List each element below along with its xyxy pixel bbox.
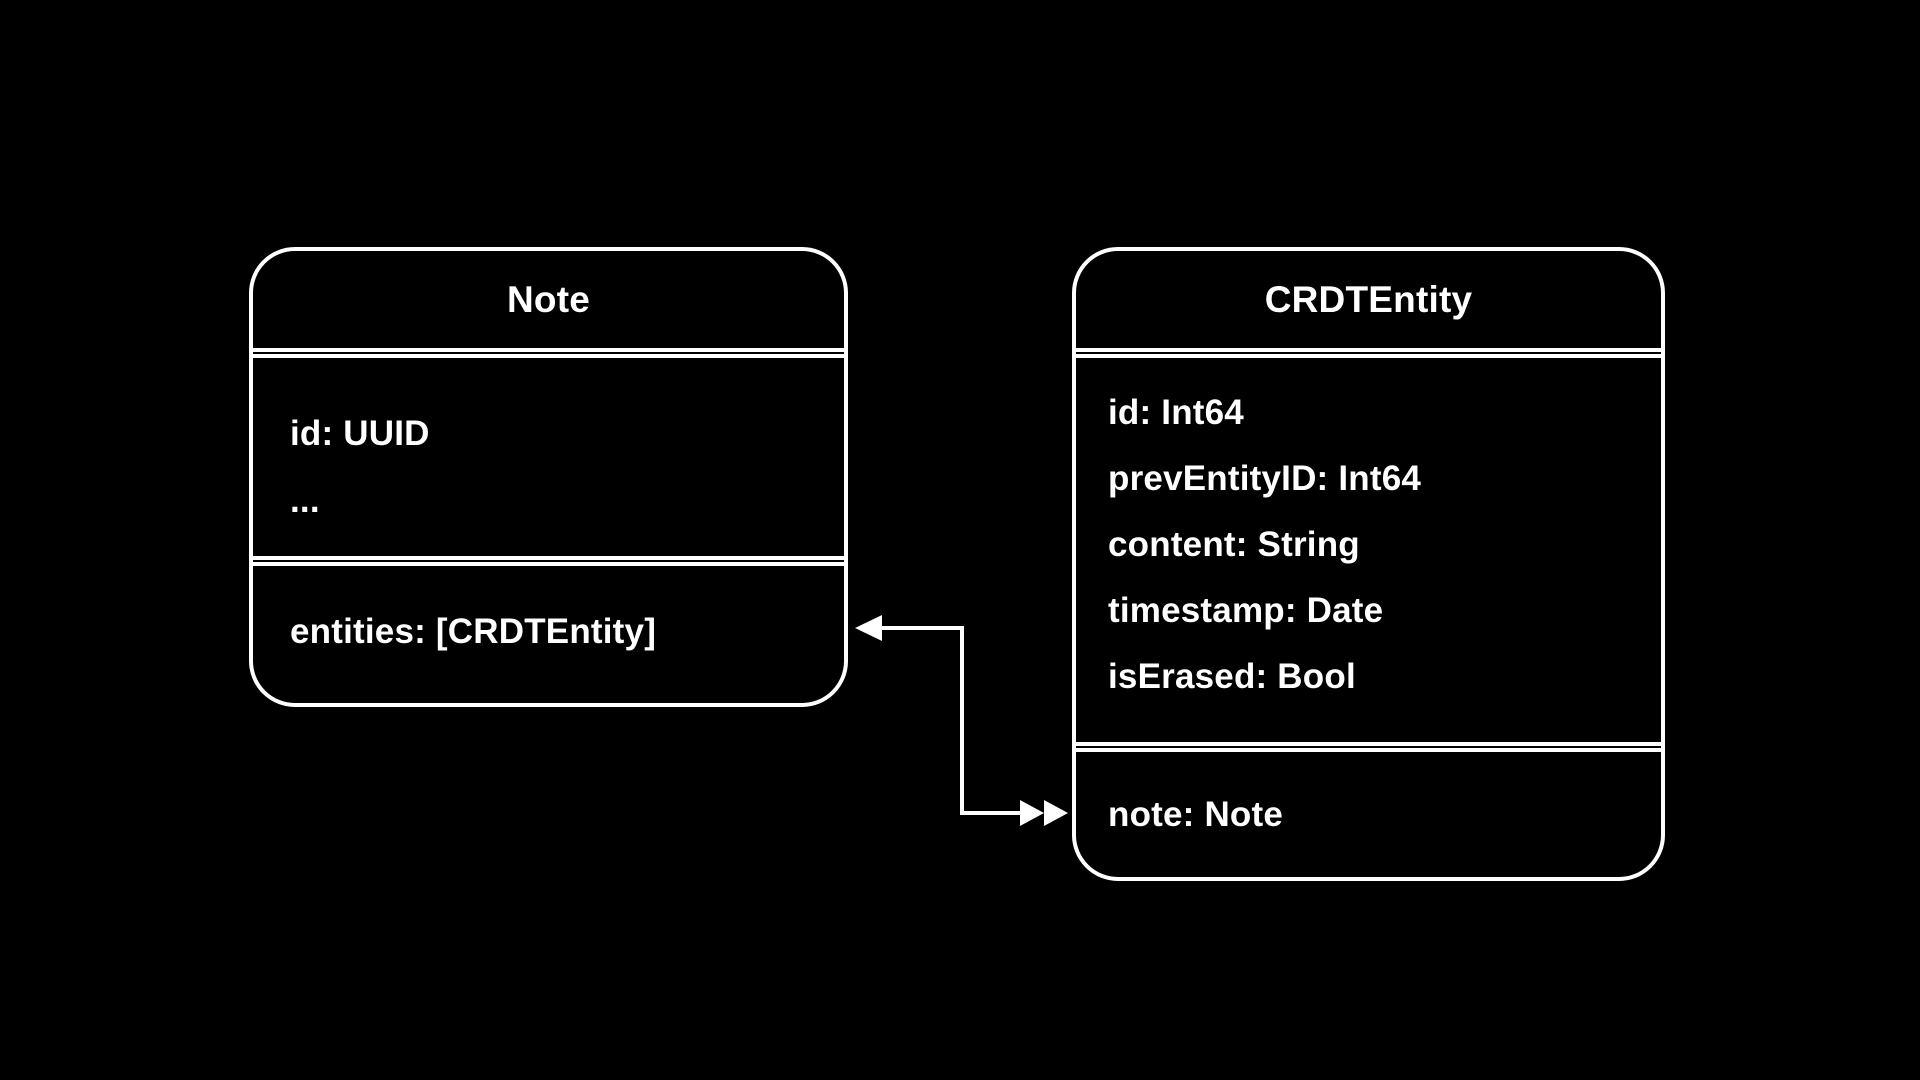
arrowhead-to-note-icon bbox=[855, 615, 882, 641]
crdt-entity-box: CRDTEntity id: Int64 prevEntityID: Int64… bbox=[1072, 247, 1665, 881]
crdt-entity-title: CRDTEntity bbox=[1264, 278, 1473, 320]
compartment-divider bbox=[253, 348, 844, 358]
relationship-row: note: Note bbox=[1108, 794, 1284, 834]
attribute-row: isErased: Bool bbox=[1108, 657, 1356, 696]
note-entity-title: Note bbox=[506, 278, 591, 320]
compartment-divider bbox=[253, 556, 844, 566]
relationship-row: entities: [CRDTEntity] bbox=[290, 611, 657, 651]
note-attributes-compartment: id: UUID ... bbox=[253, 358, 844, 556]
compartment-divider bbox=[1076, 742, 1661, 752]
note-entity-box: Note id: UUID ... entities: [CRDTEntity] bbox=[249, 247, 848, 707]
crdt-attributes-compartment: id: Int64 prevEntityID: Int64 content: S… bbox=[1076, 358, 1661, 742]
attribute-row: id: Int64 bbox=[1108, 393, 1244, 432]
attribute-row: prevEntityID: Int64 bbox=[1108, 459, 1422, 498]
attribute-row: timestamp: Date bbox=[1108, 591, 1384, 630]
compartment-divider bbox=[1076, 348, 1661, 358]
attribute-row: id: UUID bbox=[290, 413, 430, 453]
attribute-row: ... bbox=[290, 480, 320, 520]
relation-arrow-line bbox=[878, 626, 1022, 815]
arrowhead-to-crdt-second-icon bbox=[1044, 800, 1068, 826]
arrowhead-to-crdt-first-icon bbox=[1020, 800, 1044, 826]
attribute-row: content: String bbox=[1108, 525, 1360, 564]
